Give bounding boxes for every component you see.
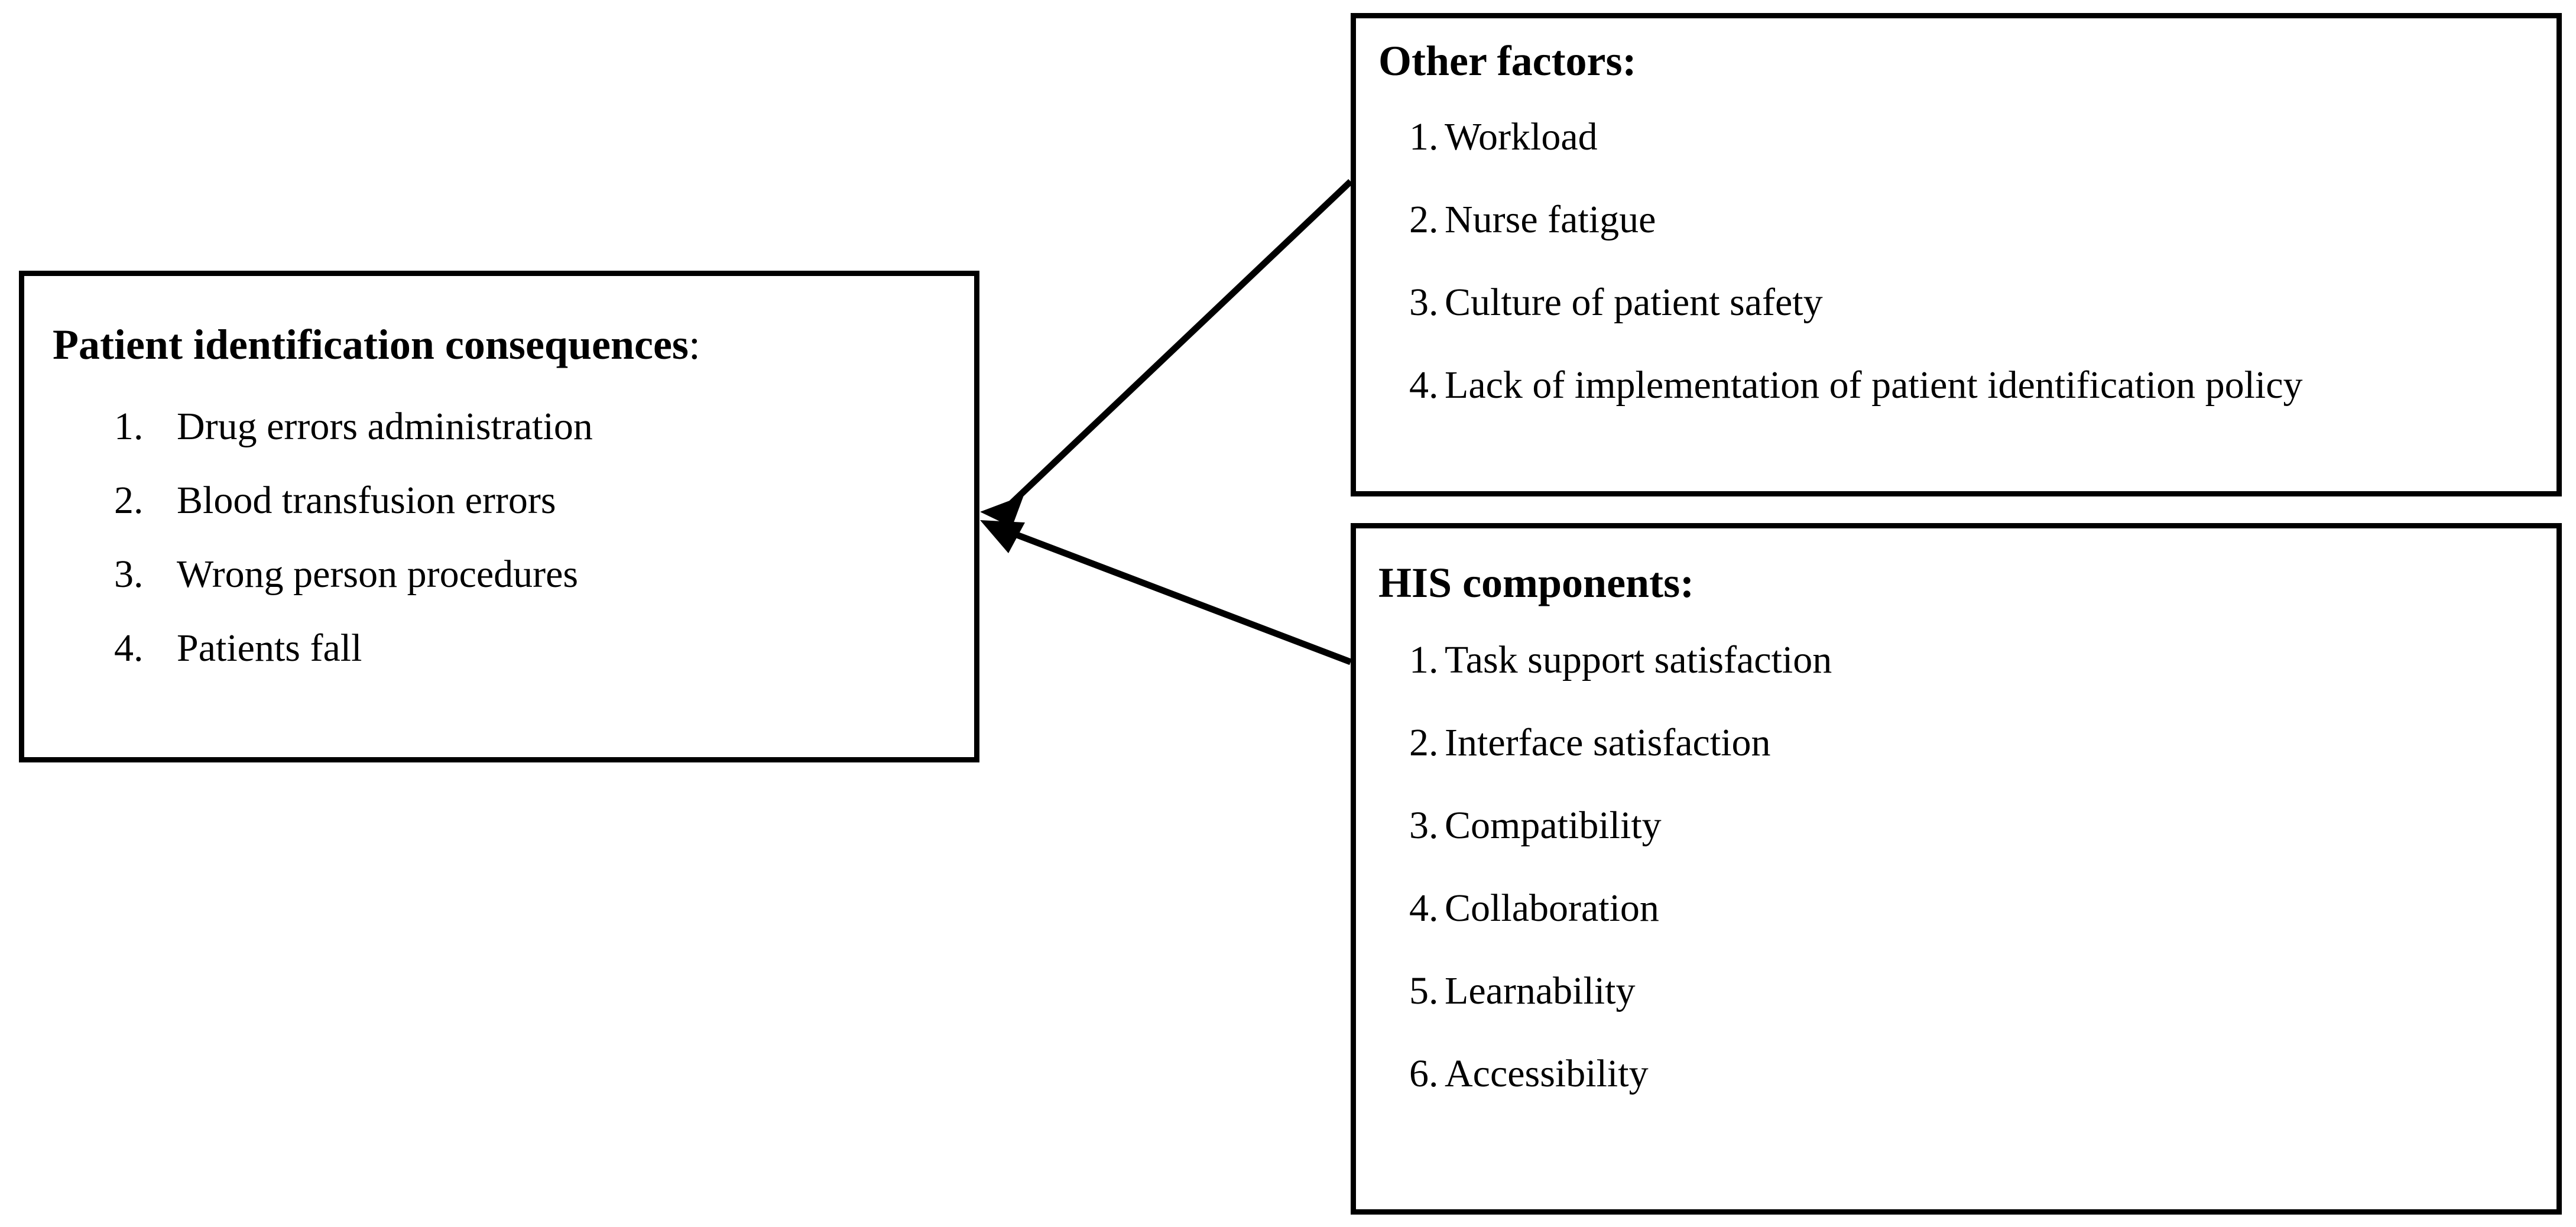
list-item-label: Lack of implementation of patient identi… bbox=[1445, 363, 2303, 407]
list-item-number: 4. bbox=[1409, 363, 1439, 407]
list-item-label: Drug errors administration bbox=[177, 405, 593, 448]
list-item-number: 3. bbox=[114, 553, 144, 596]
box-other-factors: Other factors: 1. Workload 2. Nurse fati… bbox=[1351, 13, 2562, 496]
list-item-number: 6. bbox=[1409, 1052, 1439, 1095]
list-item: 4. Lack of implementation of patient ide… bbox=[1356, 366, 2556, 449]
list-item-number: 2. bbox=[1409, 721, 1439, 764]
list-item: 1. Task support satisfaction bbox=[1356, 641, 2556, 723]
list-item: 3. Culture of patient safety bbox=[1356, 283, 2556, 366]
list-item-number: 4. bbox=[1409, 887, 1439, 930]
his-components-list: 1. Task support satisfaction 2. Interfac… bbox=[1356, 641, 2556, 1137]
list-item-label: Interface satisfaction bbox=[1445, 721, 1771, 764]
box-heading-consequences-text: Patient identification consequences bbox=[53, 321, 689, 368]
list-item: 2. Interface satisfaction bbox=[1356, 723, 2556, 806]
list-item-number: 3. bbox=[1409, 281, 1439, 324]
list-item-number: 1. bbox=[1409, 638, 1439, 681]
list-item-label: Learnability bbox=[1445, 969, 1636, 1012]
list-item: 4. Collaboration bbox=[1356, 889, 2556, 972]
other-factors-list: 1. Workload 2. Nurse fatigue 3. Culture … bbox=[1356, 118, 2556, 449]
list-item-label: Task support satisfaction bbox=[1445, 638, 1832, 681]
list-item: 2. Blood transfusion errors bbox=[24, 481, 974, 555]
box-his-components: HIS components: 1. Task support satisfac… bbox=[1351, 523, 2562, 1215]
list-item: 1. Workload bbox=[1356, 118, 2556, 200]
list-item-number: 5. bbox=[1409, 969, 1439, 1012]
list-item: 4. Patients fall bbox=[24, 629, 974, 703]
list-item-number: 3. bbox=[1409, 804, 1439, 847]
box-patient-identification-consequences: Patient identification consequences: 1. … bbox=[19, 271, 979, 762]
box-heading-consequences-colon: : bbox=[688, 321, 700, 368]
list-item: 3. Wrong person procedures bbox=[24, 555, 974, 629]
box-heading-other-factors: Other factors: bbox=[1378, 37, 1637, 85]
list-item: 3. Compatibility bbox=[1356, 806, 2556, 889]
list-item-label: Blood transfusion errors bbox=[177, 479, 556, 522]
list-item-label: Patients fall bbox=[177, 627, 362, 670]
list-item-label: Compatibility bbox=[1445, 804, 1662, 847]
list-item-label: Workload bbox=[1445, 115, 1598, 158]
list-item-number: 1. bbox=[1409, 115, 1439, 158]
arrow-his-components-to-consequences bbox=[980, 520, 1352, 666]
list-item-number: 2. bbox=[1409, 198, 1439, 241]
consequences-list: 1. Drug errors administration 2. Blood t… bbox=[24, 407, 974, 703]
list-item: 2. Nurse fatigue bbox=[1356, 200, 2556, 283]
list-item-number: 2. bbox=[114, 479, 144, 522]
list-item-label: Accessibility bbox=[1445, 1052, 1649, 1095]
list-item-label: Culture of patient safety bbox=[1445, 281, 1823, 324]
arrow-other-factors-to-consequences bbox=[980, 179, 1353, 527]
list-item: 1. Drug errors administration bbox=[24, 407, 974, 481]
list-item-label: Collaboration bbox=[1445, 887, 1659, 930]
list-item-label: Wrong person procedures bbox=[177, 553, 579, 596]
list-item-number: 4. bbox=[114, 627, 144, 670]
list-item: 5. Learnability bbox=[1356, 972, 2556, 1054]
box-heading-consequences: Patient identification consequences: bbox=[53, 323, 700, 366]
list-item-number: 1. bbox=[114, 405, 144, 448]
list-item-label: Nurse fatigue bbox=[1445, 198, 1656, 241]
box-heading-his-components: HIS components: bbox=[1378, 559, 1695, 606]
list-item: 6. Accessibility bbox=[1356, 1054, 2556, 1137]
